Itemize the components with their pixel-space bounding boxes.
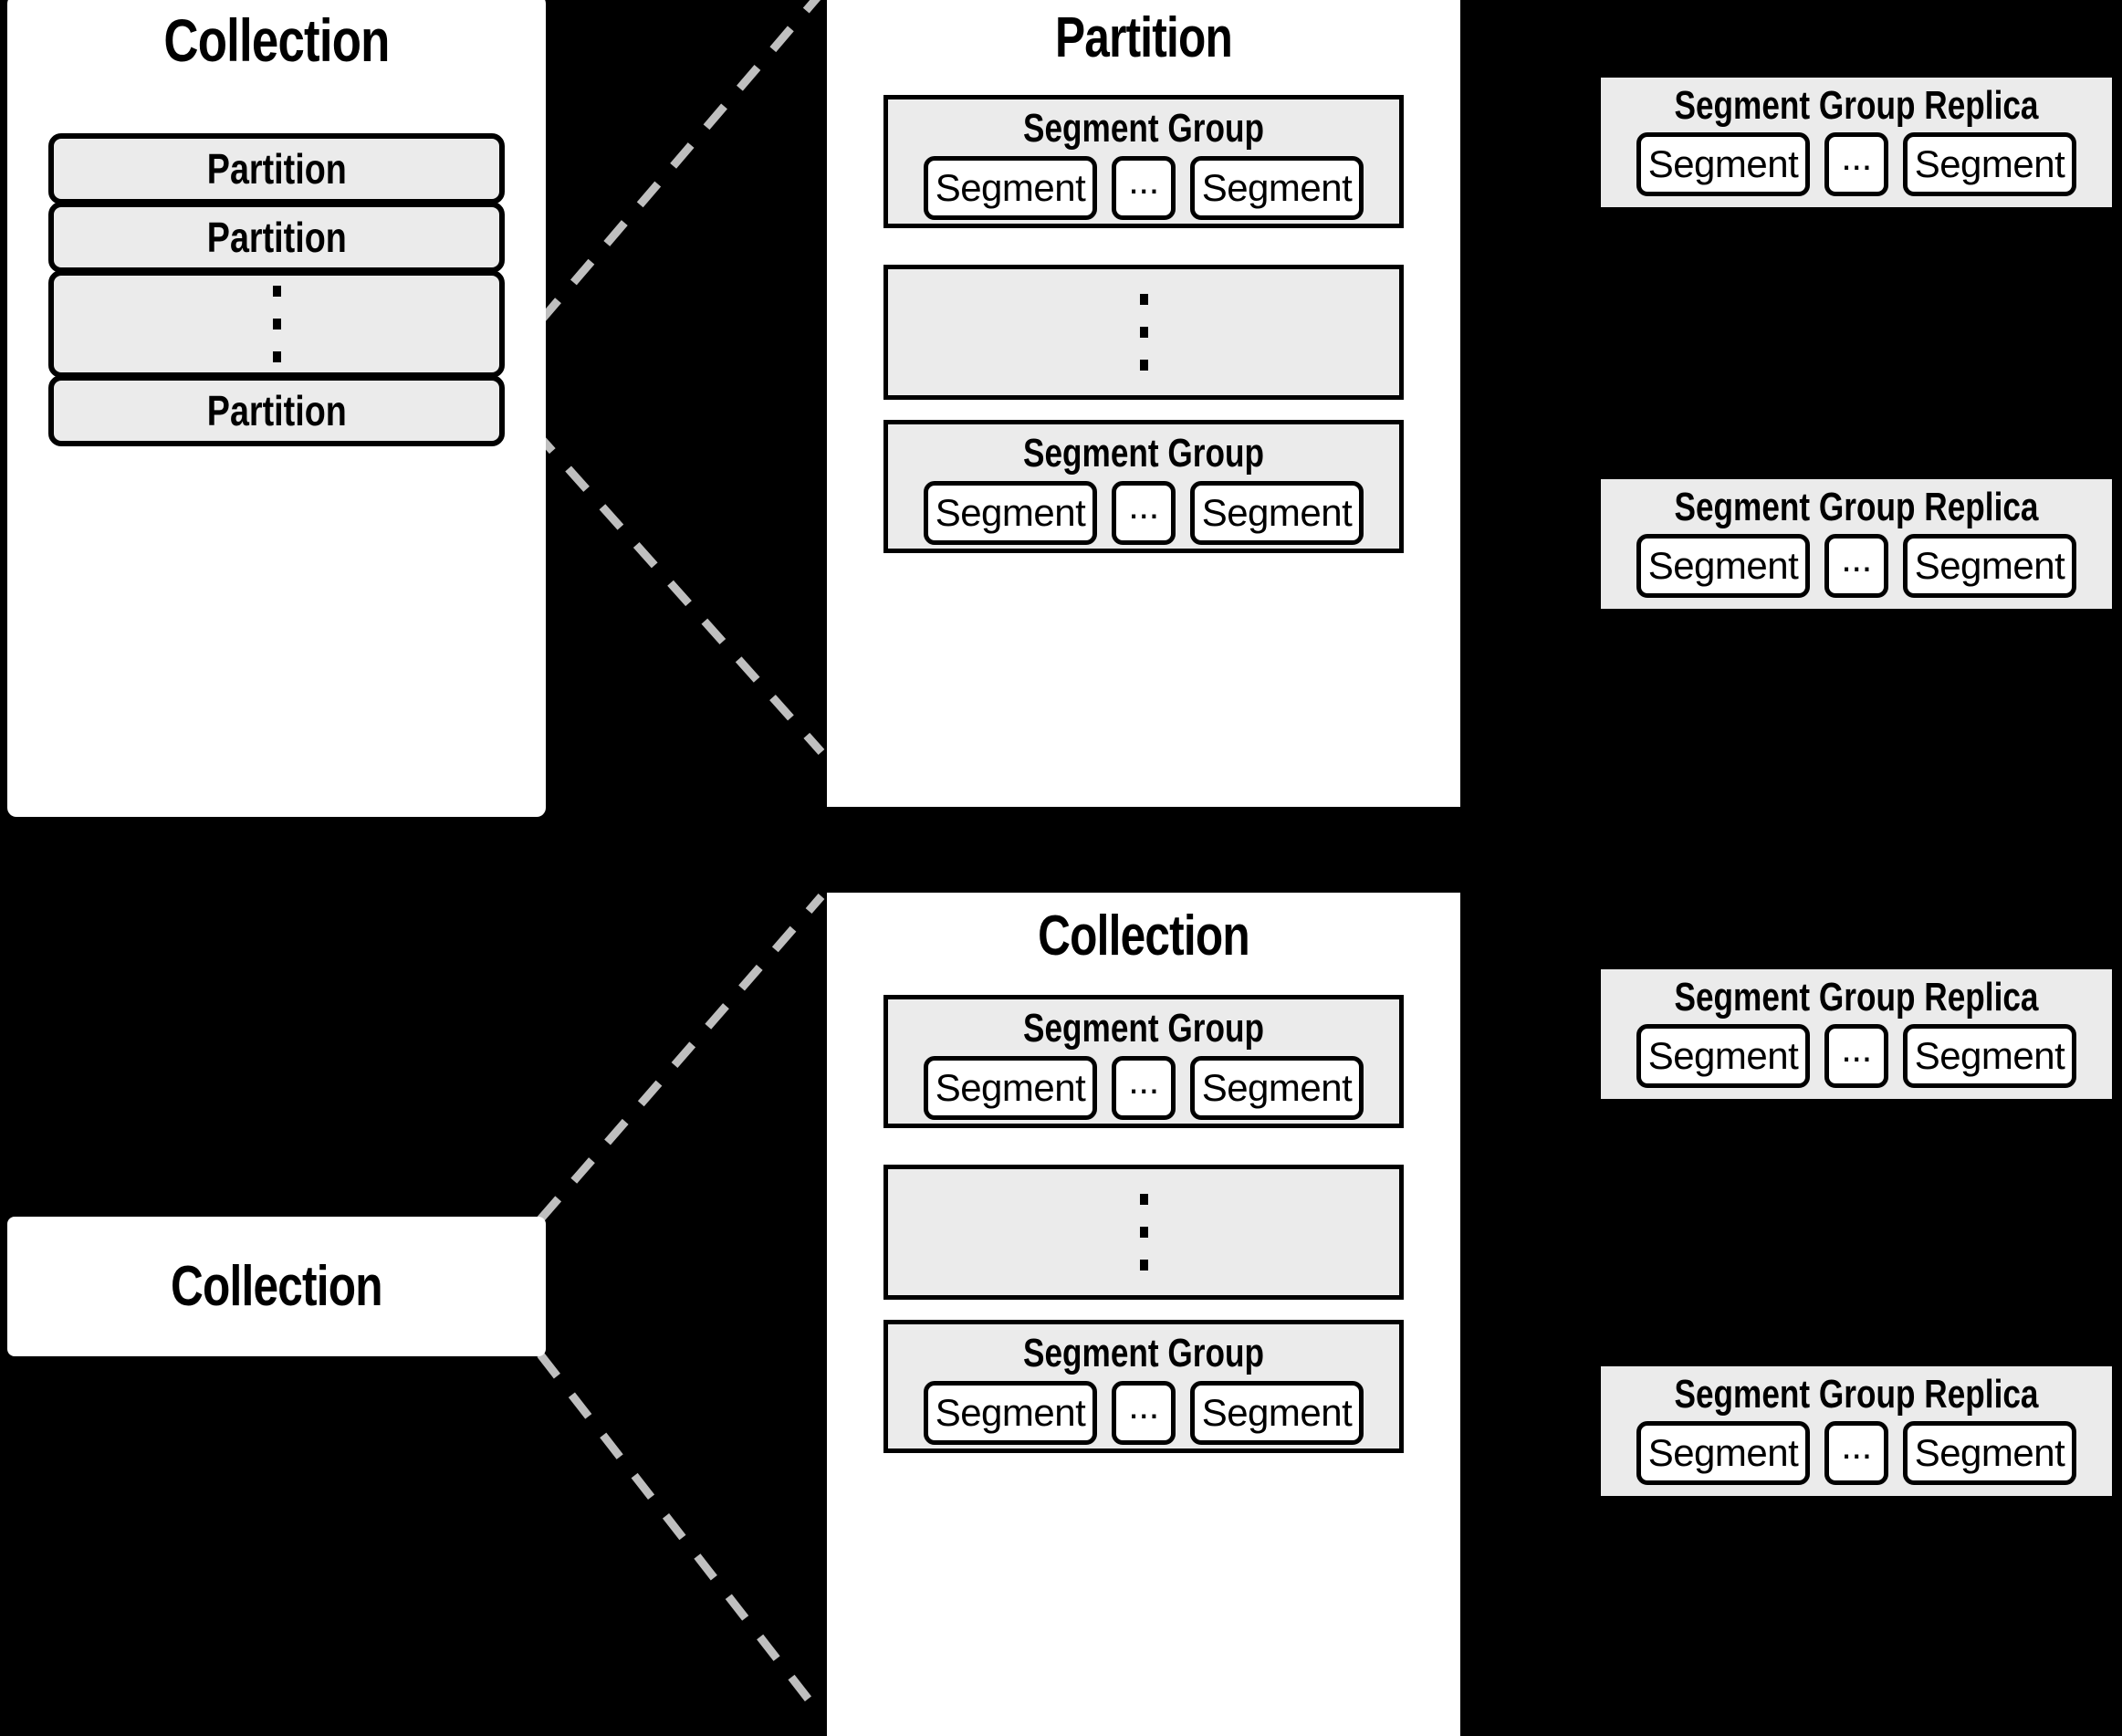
vertical-ellipsis-icon [1139, 1194, 1148, 1271]
segment-group-title: Segment Group [1022, 1331, 1265, 1375]
collection-panel-title: Collection [1038, 905, 1250, 967]
segment-group[interactable]: Segment Group Segment ... Segment [883, 420, 1404, 553]
segment-ellipsis-box: ... [1824, 534, 1888, 598]
segment-box[interactable]: Segment [1190, 1381, 1364, 1445]
segment-ellipsis-box: ... [1824, 132, 1888, 196]
segment-group-replica[interactable]: Segment Group Replica Segment ... Segmen… [1601, 969, 2112, 1099]
segment-group-replica-title: Segment Group Replica [1674, 485, 2039, 529]
segment-ellipsis-box: ... [1112, 1381, 1176, 1445]
segment-box[interactable]: Segment [1636, 1421, 1810, 1485]
partition-row[interactable]: Partition [48, 202, 505, 273]
partition-ellipsis-row [48, 270, 505, 378]
segment-ellipsis-box: ... [1112, 156, 1176, 220]
segment-ellipsis-box: ... [1824, 1421, 1888, 1485]
partition-label: Partition [206, 145, 347, 193]
segment-ellipsis-box: ... [1112, 1056, 1176, 1120]
segment-group-replica[interactable]: Segment Group Replica Segment ... Segmen… [1601, 78, 2112, 207]
segment-ellipsis-box: ... [1112, 481, 1176, 545]
segment-ellipsis-box: ... [1824, 1024, 1888, 1088]
partition-label: Partition [206, 214, 347, 261]
left-collection-title: Collection [163, 6, 390, 74]
segment-box[interactable]: Segment [924, 156, 1097, 220]
segment-box[interactable]: Segment [924, 481, 1097, 545]
segment-group-replica-title: Segment Group Replica [1674, 1372, 2039, 1417]
partition-label: Partition [206, 387, 347, 434]
vertical-ellipsis-icon [272, 286, 281, 362]
partition-panel-title: Partition [1055, 6, 1233, 69]
partition-row[interactable]: Partition [48, 375, 505, 446]
segment-box[interactable]: Segment [1190, 1056, 1364, 1120]
connector-collection-bottom [537, 1352, 825, 1719]
segment-group[interactable]: Segment Group Segment ... Segment [883, 995, 1404, 1128]
collection-detail-panel: Collection Segment Group Segment ... Seg… [827, 893, 1460, 1736]
segment-box[interactable]: Segment [1636, 132, 1810, 196]
segment-box[interactable]: Segment [1903, 1024, 2076, 1088]
segment-group-replica[interactable]: Segment Group Replica Segment ... Segmen… [1601, 479, 2112, 609]
left-collection-panel: Collection Partition Partition Partition [7, 0, 546, 817]
segment-row: Segment ... Segment [888, 476, 1399, 556]
segment-box[interactable]: Segment [924, 1381, 1097, 1445]
bottom-collection-title: Collection [171, 1254, 383, 1318]
segment-group-title: Segment Group [1022, 106, 1265, 151]
segment-row: Segment ... Segment [888, 1375, 1399, 1456]
segment-group-title: Segment Group [1022, 431, 1265, 476]
connector-collection-top [537, 894, 825, 1222]
partition-stack: Partition Partition Partition [48, 133, 505, 446]
segment-box[interactable]: Segment [1903, 1421, 2076, 1485]
segment-row: Segment ... Segment [888, 1051, 1399, 1131]
segment-group-replica-title: Segment Group Replica [1674, 83, 2039, 128]
connector-partition-bottom [497, 390, 825, 755]
segment-group-replica[interactable]: Segment Group Replica Segment ... Segmen… [1601, 1366, 2112, 1496]
torn-edge-wave [827, 1532, 1460, 1736]
segment-box[interactable]: Segment [1636, 1024, 1810, 1088]
segment-row: Segment ... Segment [1601, 1417, 2112, 1487]
segment-row: Segment ... Segment [888, 151, 1399, 231]
bottom-collection-box[interactable]: Collection [7, 1217, 546, 1356]
segment-row: Segment ... Segment [1601, 129, 2112, 198]
segment-box[interactable]: Segment [1903, 132, 2076, 196]
segment-row: Segment ... Segment [1601, 1020, 2112, 1090]
segment-box[interactable]: Segment [1190, 481, 1364, 545]
segment-group-title: Segment Group [1022, 1006, 1265, 1051]
segment-group[interactable]: Segment Group Segment ... Segment [883, 1320, 1404, 1453]
segment-row: Segment ... Segment [1601, 530, 2112, 600]
segment-group-replica-title: Segment Group Replica [1674, 975, 2039, 1020]
segment-box[interactable]: Segment [1190, 156, 1364, 220]
torn-edge-wave [827, 597, 1460, 807]
segment-group-ellipsis [883, 265, 1404, 400]
vertical-ellipsis-icon [1139, 294, 1148, 371]
segment-group[interactable]: Segment Group Segment ... Segment [883, 95, 1404, 228]
connector-partition-top [537, 0, 821, 324]
segment-group-ellipsis [883, 1165, 1404, 1300]
segment-box[interactable]: Segment [1636, 534, 1810, 598]
segment-box[interactable]: Segment [924, 1056, 1097, 1120]
partition-detail-panel: Partition Segment Group Segment ... Segm… [827, 0, 1460, 807]
segment-box[interactable]: Segment [1903, 534, 2076, 598]
partition-row[interactable]: Partition [48, 133, 505, 204]
